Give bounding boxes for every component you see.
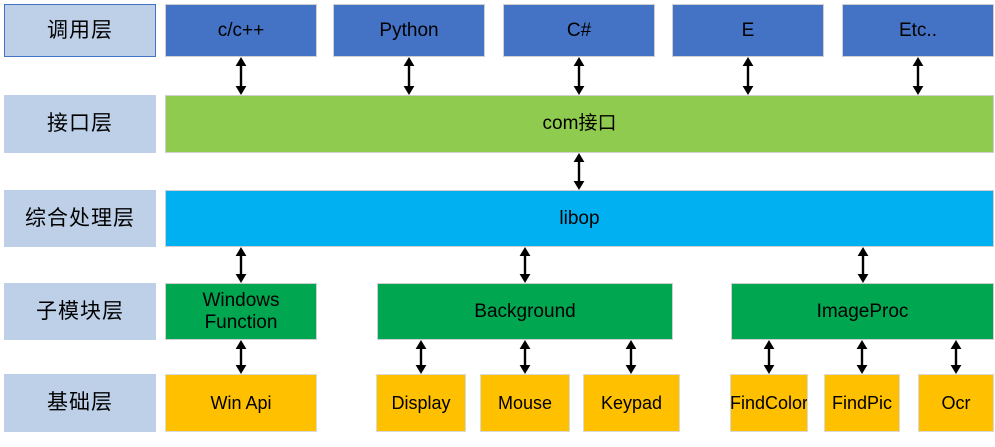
- submodule-box-windows-function[interactable]: Windows Function: [165, 283, 317, 340]
- core-layer-box-libop[interactable]: libop: [165, 190, 994, 247]
- connector-csharp-to-com: [571, 57, 587, 95]
- connector-libop-to-imageproc: [855, 247, 871, 283]
- submodule-box-background[interactable]: Background: [377, 283, 673, 340]
- connector-imageproc-to-ocr: [948, 340, 964, 374]
- connector-windows-function-to-win-api: [233, 340, 249, 374]
- call-layer-box-e[interactable]: E: [672, 4, 824, 57]
- call-layer-box-c-cpp[interactable]: c/c++: [165, 4, 317, 57]
- connector-imageproc-to-findcolor: [761, 340, 777, 374]
- connector-python-to-com: [401, 57, 417, 95]
- connector-e-to-com: [740, 57, 756, 95]
- base-box-win-api[interactable]: Win Api: [165, 374, 317, 432]
- base-box-mouse[interactable]: Mouse: [480, 374, 570, 432]
- connector-libop-to-background: [517, 247, 533, 283]
- connector-background-to-mouse: [517, 340, 533, 374]
- connector-etc-to-com: [910, 57, 926, 95]
- connector-com-to-libop: [571, 153, 587, 190]
- base-box-findpic[interactable]: FindPic: [824, 374, 900, 432]
- layer-label-core: 综合处理层: [4, 190, 156, 247]
- connector-background-to-keypad: [623, 340, 639, 374]
- layer-label-call: 调用层: [4, 4, 156, 57]
- base-box-ocr[interactable]: Ocr: [918, 374, 994, 432]
- base-box-display[interactable]: Display: [376, 374, 466, 432]
- layer-label-base: 基础层: [4, 374, 156, 432]
- call-layer-box-python[interactable]: Python: [333, 4, 485, 57]
- base-box-keypad[interactable]: Keypad: [583, 374, 680, 432]
- submodule-box-imageproc[interactable]: ImageProc: [731, 283, 994, 340]
- interface-layer-box-com[interactable]: com接口: [165, 95, 994, 153]
- base-box-findcolor[interactable]: FindColor: [730, 374, 808, 432]
- connector-background-to-display: [413, 340, 429, 374]
- layer-label-submodule: 子模块层: [4, 283, 156, 340]
- call-layer-box-etc[interactable]: Etc..: [842, 4, 994, 57]
- call-layer-box-csharp[interactable]: C#: [503, 4, 655, 57]
- connector-libop-to-windows-function: [233, 247, 249, 283]
- connector-c-cpp-to-com: [233, 57, 249, 95]
- connector-imageproc-to-findpic: [854, 340, 870, 374]
- layer-label-interface: 接口层: [4, 95, 156, 153]
